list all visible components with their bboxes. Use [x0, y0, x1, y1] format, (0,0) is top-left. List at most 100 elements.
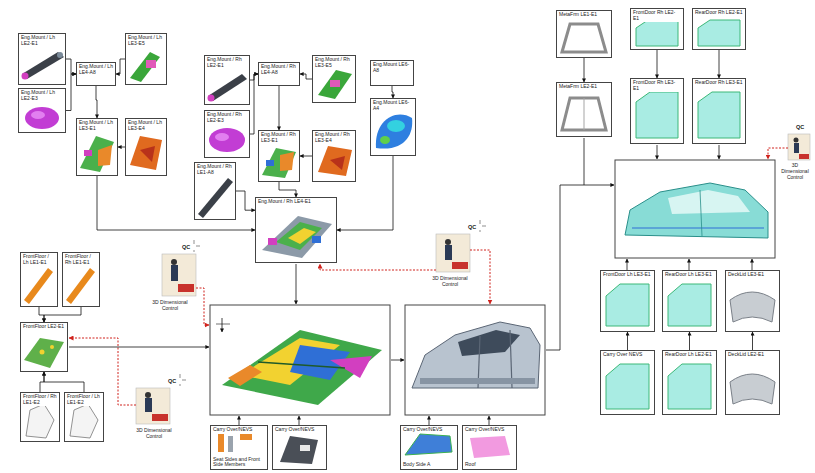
body-in-white-illustration [420, 378, 535, 384]
part-box: FrontDoor Rh LE3-E1 [630, 78, 684, 144]
inspection-link [768, 148, 788, 159]
final-body-illustration [625, 183, 768, 238]
assembly-frame [210, 160, 775, 415]
flow-connector [279, 182, 296, 197]
part-name: RearDoor Lh LE3-E1 [664, 272, 713, 278]
underbody-illustration [222, 330, 382, 405]
underbody-illustration [216, 324, 230, 325]
part-illustration [240, 434, 252, 440]
part-illustration [198, 178, 233, 218]
part-name: FrontFloor / Rh LE1-E2 [22, 394, 58, 406]
flow-arrow [429, 416, 430, 425]
part-illustration [380, 136, 390, 144]
part-name: RearDoor Rh LE3-E1 [694, 80, 744, 86]
part-box: Eng.Mount / Rh LE3-E4 [312, 130, 356, 182]
part-illustration [318, 146, 352, 176]
carry-over-box: Carry Over/NEVSSeat Sides and Front Side… [210, 425, 268, 470]
part-name: FrontDoor Rh LE2-E1 [632, 10, 682, 22]
final-body-illustration [668, 190, 750, 214]
part-box: Eng.Mount / Rh LE4-A8 [258, 62, 300, 86]
assembly-frame [210, 305, 390, 415]
part-box: Eng.Mount / Rh LE2-E1 [204, 55, 250, 105]
part-illustration [22, 73, 29, 80]
inspection-figure [452, 262, 468, 269]
flow-arrow [299, 416, 300, 425]
inspection-figure [788, 134, 810, 160]
part-illustration [280, 152, 294, 171]
part-illustration [405, 434, 452, 455]
part-illustration [698, 92, 740, 138]
flow-connector [300, 74, 312, 79]
flow-connector [279, 86, 280, 130]
part-illustration [330, 156, 345, 170]
part-name: DeckLid LE2-E1 [727, 352, 765, 358]
part-box: Eng.Mount LE6-A4 [370, 98, 416, 156]
part-name: FrontFloor LE2-E1 [22, 324, 65, 330]
flow-connector [118, 147, 125, 148]
flow-connector [96, 86, 97, 118]
underbody-illustration [228, 365, 262, 386]
body-in-white-illustration [412, 322, 540, 388]
part-illustration [31, 111, 45, 119]
part-illustration [562, 24, 606, 52]
part-box: Eng.Mount / Rh LE2-E3 [204, 110, 250, 158]
part-name: FrontFloor / Rh LE1-E1 [64, 254, 98, 266]
underbody-illustration [222, 318, 223, 332]
part-illustration [228, 436, 233, 452]
part-box: DeckLid LE3-E1 [725, 270, 780, 332]
flow-connector [66, 74, 76, 111]
flow-connector [66, 59, 76, 74]
part-illustration [22, 52, 64, 79]
inspection-note: 3D Dimensional Control [430, 276, 470, 288]
inspection-figure [799, 154, 809, 159]
part-name: Eng.Mount / Lh LE3-E5 [127, 35, 165, 47]
flow-arrow [391, 360, 404, 361]
flow-arrow [584, 138, 585, 185]
part-name: Eng.Mount / Lh LE2-E3 [20, 90, 64, 102]
part-box: MetaFrm LE1-E1 [556, 10, 612, 58]
part-box: Eng.Mount / Lh LE3-E1 [76, 118, 118, 176]
part-illustration [70, 404, 98, 438]
part-name: RearDoor Rh LE2-E1 [694, 10, 744, 16]
inspection-figure [794, 138, 799, 143]
part-illustration [668, 284, 711, 326]
part-illustration [606, 364, 649, 409]
part-name: Carry Over/NEVS [274, 427, 315, 433]
part-name: FrontDoor Lh LE3-E1 [602, 272, 652, 278]
part-illustration [698, 20, 740, 46]
part-illustration [215, 133, 229, 141]
part-illustration [98, 145, 112, 166]
inspection-link [69, 148, 788, 405]
inspection-figure [436, 234, 470, 272]
part-illustration [25, 107, 59, 129]
part-name: Eng.Mount / Lh LE3-E1 [78, 120, 116, 132]
part-box: Eng.Mount / Lh LE2-E3 [18, 88, 66, 133]
flow-connector [97, 176, 255, 230]
part-name: Eng.Mount / Rh LE3-E5 [314, 57, 354, 69]
part-name: Carry Over/NEVS [212, 427, 253, 433]
part-illustration [208, 95, 215, 102]
inspection-figure [794, 143, 799, 153]
underbody-illustration [216, 318, 382, 405]
part-illustration [140, 146, 155, 162]
part-name: Eng.Mount / Rh LE4-E1 [257, 199, 312, 205]
part-box: FrontFloor / Rh LE1-E1 [62, 252, 100, 307]
inspection-figure [136, 388, 170, 424]
flow-arrow [296, 264, 297, 304]
part-name: Eng.Mount / Rh LE2-E1 [206, 57, 248, 69]
part-box: Eng.Mount / Lh LE4-A8 [76, 62, 116, 86]
part-illustration [276, 222, 322, 250]
flow-arrow [489, 416, 490, 425]
part-illustration [130, 136, 162, 170]
part-box: RearDoor Lh LE2-E1 [662, 350, 717, 415]
final-body-illustration [700, 190, 702, 236]
flow-connector [300, 156, 312, 157]
part-box: FrontDoor Lh LE3-E1 [600, 270, 655, 332]
inspection-note: 3D Dimensional Control [779, 163, 811, 180]
part-illustration [387, 120, 405, 132]
part-illustration [300, 445, 310, 451]
part-illustration [636, 20, 678, 46]
inspection-figure [445, 239, 451, 245]
part-box: Carry Over NEVS [600, 350, 655, 415]
final-body-illustration [625, 183, 768, 238]
